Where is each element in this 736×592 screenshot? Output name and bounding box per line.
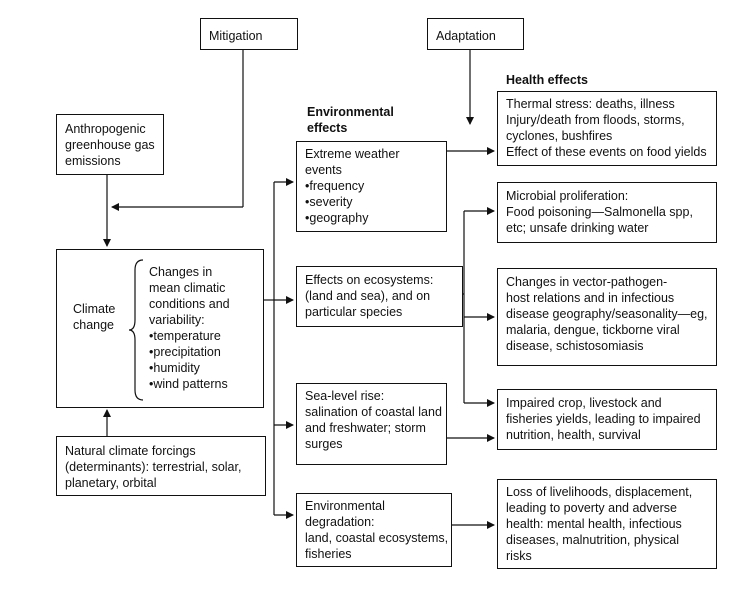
livelihood-loss-box: Loss of livelihoods, displacement, leadi… <box>497 479 717 569</box>
ecosystem-effects-box: Effects on ecosystems: (land and sea), a… <box>296 266 463 327</box>
natural-forcings-box: Natural climate forcings(determinants): … <box>56 436 266 496</box>
health-effects-header: Health effects <box>506 73 588 87</box>
microbial-proliferation-box: Microbial proliferation: Food poisoning—… <box>497 182 717 243</box>
environmental-degradation-box: Environmental degradation: land, coastal… <box>296 493 452 567</box>
vector-pathogen-box: Changes in vector-pathogen- host relatio… <box>497 268 717 366</box>
sea-level-rise-box: Sea-level rise: salination of coastal la… <box>296 383 447 465</box>
mitigation-box: Mitigation <box>200 18 298 50</box>
adaptation-box: Adaptation <box>427 18 524 50</box>
impaired-yields-box: Impaired crop, livestock and fisheries y… <box>497 389 717 450</box>
brace-icon <box>128 259 144 401</box>
thermal-stress-box: Thermal stress: deaths, illness Injury/d… <box>497 91 717 166</box>
climate-change-details: Changes in mean climatic conditions and … <box>149 265 230 391</box>
extreme-weather-box: Extreme weather events •frequency •sever… <box>296 141 447 232</box>
environmental-effects-header: Environmental effects <box>307 105 394 135</box>
